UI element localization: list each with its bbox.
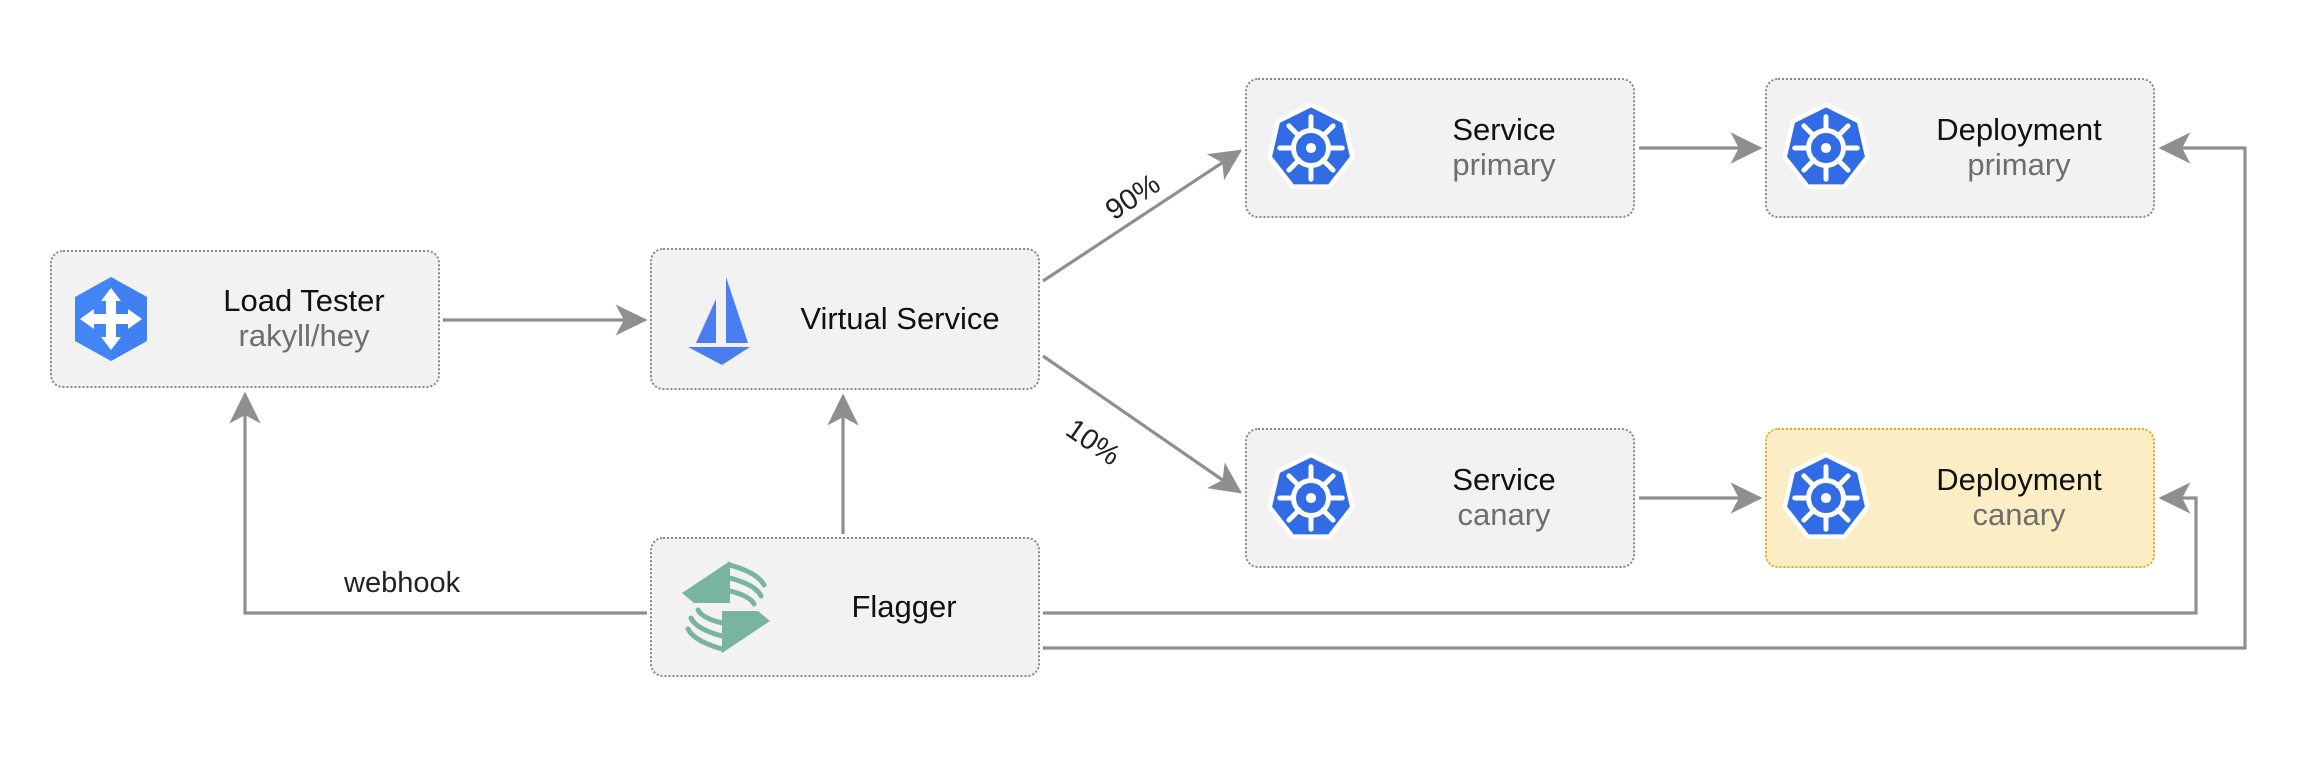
node-flagger-text: Flagger — [800, 588, 1038, 625]
node-subtitle: primary — [1967, 147, 2071, 182]
node-title: Virtual Service — [800, 300, 1000, 336]
kubernetes-icon — [1247, 450, 1375, 546]
edge-flagger-to-deployment-primary — [1043, 132, 2247, 650]
node-deployment-primary[interactable]: Deployment primary — [1765, 78, 2155, 218]
load-tester-hexagon-icon — [52, 275, 170, 363]
kubernetes-icon — [1247, 100, 1375, 196]
edge-flagger-to-loadtester-webhook — [229, 391, 647, 615]
edge-virtualservice-to-service-primary — [1042, 149, 1243, 283]
node-flagger[interactable]: Flagger — [650, 537, 1040, 677]
node-subtitle: canary — [1972, 497, 2066, 532]
node-service-primary[interactable]: Service primary — [1245, 78, 1635, 218]
node-deployment-primary-text: Deployment primary — [1885, 113, 2153, 182]
istio-sailboat-icon — [652, 269, 780, 369]
node-service-canary[interactable]: Service canary — [1245, 428, 1635, 568]
kubernetes-icon — [1767, 100, 1885, 196]
edge-label-webhook: webhook — [344, 567, 461, 599]
node-title: Load Tester — [223, 283, 385, 319]
flagger-icon — [652, 551, 800, 663]
node-load-tester[interactable]: Load Tester rakyll/hey — [50, 250, 440, 388]
node-title: Service — [1452, 112, 1556, 148]
node-subtitle: canary — [1457, 497, 1551, 532]
node-subtitle: primary — [1452, 147, 1556, 182]
edge-virtualservice-to-service-canary — [1042, 354, 1243, 494]
node-title: Deployment — [1936, 112, 2102, 148]
node-service-primary-text: Service primary — [1375, 113, 1633, 182]
node-virtual-service-text: Virtual Service — [780, 300, 1038, 337]
node-deployment-canary-text: Deployment canary — [1885, 463, 2153, 532]
edge-flagger-to-deployment-canary — [1043, 482, 2198, 615]
node-subtitle: rakyll/hey — [238, 318, 370, 353]
node-title: Service — [1452, 462, 1556, 498]
kubernetes-icon — [1767, 450, 1885, 546]
node-deployment-canary[interactable]: Deployment canary — [1765, 428, 2155, 568]
node-load-tester-text: Load Tester rakyll/hey — [170, 284, 438, 353]
node-title: Flagger — [851, 588, 957, 624]
node-title: Deployment — [1936, 462, 2102, 498]
node-service-canary-text: Service canary — [1375, 463, 1633, 532]
node-virtual-service[interactable]: Virtual Service — [650, 248, 1040, 390]
